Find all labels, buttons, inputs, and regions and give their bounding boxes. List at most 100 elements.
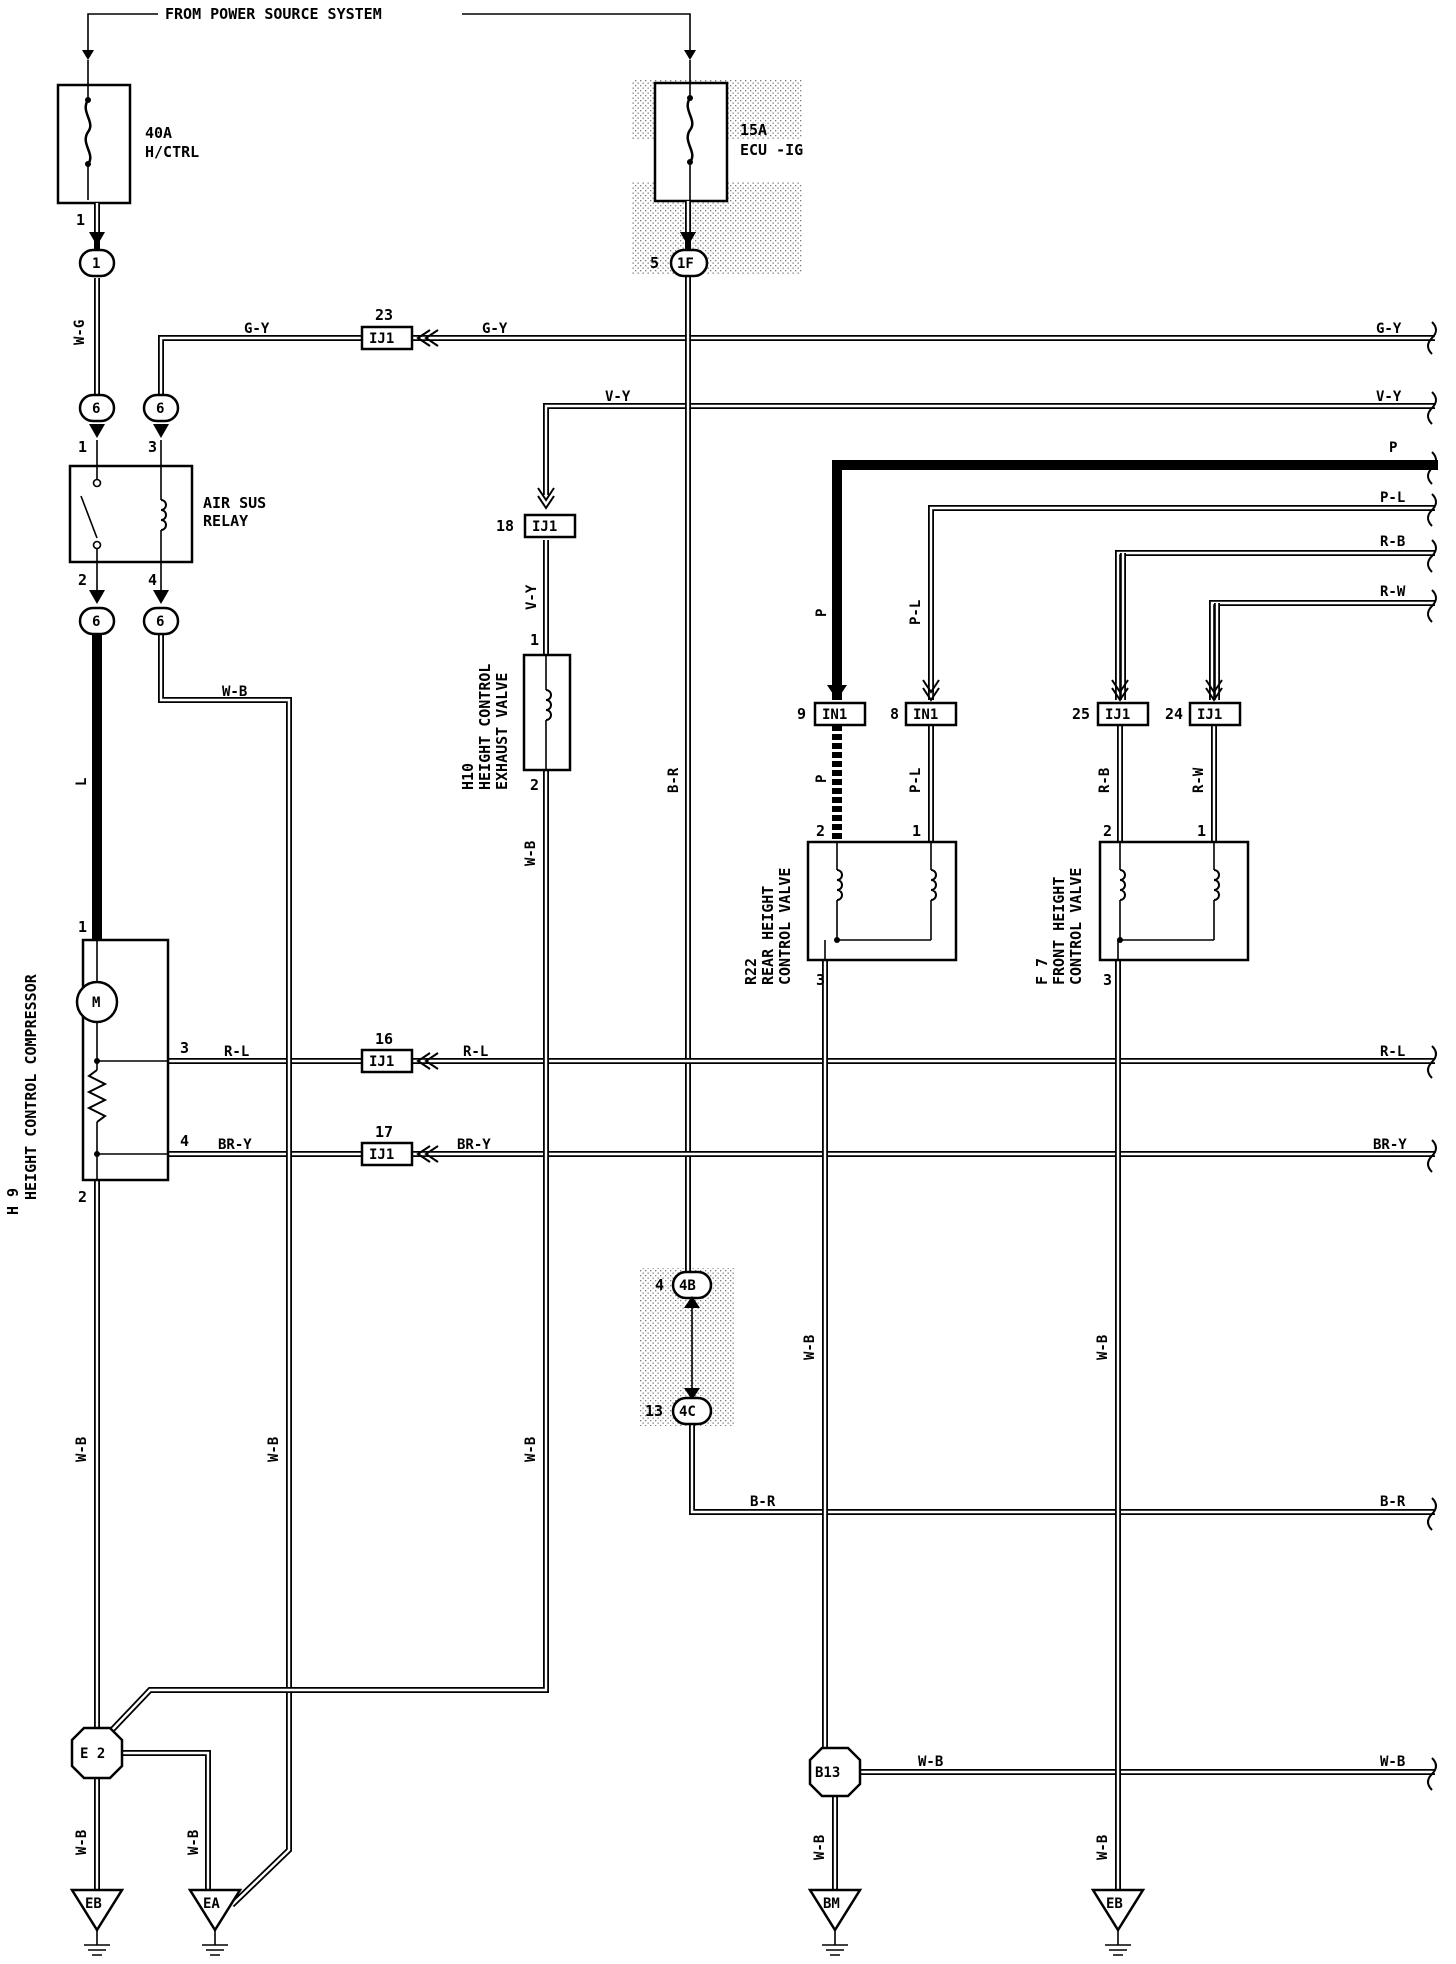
fuse-40a: 40A H/CTRL 1: [56, 60, 199, 250]
compressor-label-id: H 9: [4, 1188, 22, 1215]
svg-text:W-B: W-B: [1095, 1335, 1111, 1360]
relay-connector-bottom-right: 6: [142, 606, 180, 636]
relay-pin-2: 2: [78, 571, 87, 589]
connector-1: 1: [78, 248, 116, 278]
svg-text:E 2: E 2: [80, 1746, 105, 1762]
connector-1f-pin: 5: [650, 254, 659, 272]
ground-ea: EA: [187, 1888, 243, 1956]
svg-text:W-B: W-B: [74, 1830, 90, 1855]
connector-1f: 1F 5: [650, 248, 709, 278]
compressor-pin-4: 4: [180, 1132, 189, 1150]
svg-text:6: 6: [156, 401, 164, 417]
svg-text:R-L: R-L: [224, 1044, 249, 1060]
svg-text:EB: EB: [85, 1896, 102, 1912]
svg-text:P-L: P-L: [908, 600, 924, 625]
wire-w-b-rear: [822, 960, 1435, 1890]
svg-text:B-R: B-R: [750, 1494, 776, 1510]
svg-text:EA: EA: [203, 1896, 220, 1912]
exhaust-valve-name-line2: EXHAUST VALVE: [493, 673, 511, 790]
svg-text:8: 8: [890, 705, 899, 723]
air-sus-relay: AIR SUS RELAY 1 3 2 4: [68, 438, 266, 590]
relay-connector-top-left: 6: [78, 393, 116, 423]
svg-text:W-B: W-B: [802, 1335, 818, 1360]
svg-text:R-W: R-W: [1191, 767, 1207, 793]
wire-r-b: [1115, 550, 1435, 842]
compressor-pin-2: 2: [78, 1188, 87, 1206]
svg-text:G-Y: G-Y: [482, 321, 508, 337]
svg-text:P-L: P-L: [1380, 490, 1405, 506]
svg-text:4B: 4B: [679, 1278, 696, 1294]
exhaust-valve-pin-1: 1: [530, 631, 539, 649]
fuse-15a-name: ECU -IG: [740, 141, 803, 159]
fuse-40a-rating: 40A: [145, 124, 172, 142]
svg-text:BR-Y: BR-Y: [1373, 1137, 1407, 1153]
wire-g-y: [158, 335, 1435, 395]
relay-connector-top-right: 6: [142, 393, 180, 423]
relay-name-line1: AIR SUS: [203, 494, 266, 512]
front-valve-id: F 7: [1033, 958, 1051, 985]
svg-text:IJ1: IJ1: [532, 519, 557, 535]
svg-text:9: 9: [797, 705, 806, 723]
connector-4c: 4C 13: [645, 1396, 713, 1426]
svg-text:W-G: W-G: [72, 320, 88, 345]
svg-text:W-B: W-B: [266, 1437, 282, 1462]
svg-text:24: 24: [1165, 705, 1183, 723]
svg-text:W-B: W-B: [222, 684, 247, 700]
wire-v-y: [543, 403, 1435, 655]
svg-text:P-L: P-L: [908, 768, 924, 793]
svg-text:B-R: B-R: [666, 767, 682, 793]
svg-text:6: 6: [92, 614, 100, 630]
connector-b13: B13: [808, 1746, 862, 1798]
height-control-exhaust-valve: 1 2 H10 HEIGHT CONTROL EXHAUST VALVE: [459, 631, 572, 794]
svg-text:IJ1: IJ1: [369, 331, 394, 347]
svg-text:BR-Y: BR-Y: [457, 1137, 491, 1153]
junction-ij1-25: IJ1 25: [1072, 679, 1150, 727]
svg-text:R-W: R-W: [1380, 584, 1406, 600]
wire-breaks: [1427, 321, 1437, 1791]
wire-w-b-exhaust: [109, 770, 549, 1733]
height-control-compressor: M 1 3 4 2 H 9 HEIGHT CONTROL COMPRESSOR: [4, 918, 189, 1215]
svg-text:IJ1: IJ1: [369, 1147, 394, 1163]
svg-text:W-B: W-B: [812, 1835, 828, 1860]
connector-e2: E 2: [70, 1726, 124, 1780]
svg-text:B13: B13: [815, 1765, 840, 1781]
relay-pin-3: 3: [148, 438, 157, 456]
rear-valve-pin-3: 3: [816, 971, 825, 989]
svg-text:IJ1: IJ1: [1105, 707, 1130, 723]
junction-ij1-16: IJ1 16: [360, 1030, 439, 1074]
svg-text:13: 13: [645, 1402, 663, 1420]
relay-connector-bottom-left: 6: [78, 606, 116, 636]
fuse-15a-rating: 15A: [740, 121, 767, 139]
svg-text:W-B: W-B: [1095, 1835, 1111, 1860]
svg-text:V-Y: V-Y: [524, 584, 540, 610]
svg-text:6: 6: [92, 401, 100, 417]
front-valve-name-line2: CONTROL VALVE: [1067, 868, 1085, 985]
wire-p: [832, 460, 1438, 840]
front-valve-pin-2: 2: [1103, 822, 1112, 840]
svg-text:23: 23: [375, 306, 393, 324]
fuse-40a-pin: 1: [76, 211, 85, 229]
svg-text:V-Y: V-Y: [1376, 389, 1402, 405]
front-valve-pin-3: 3: [1103, 971, 1112, 989]
ground-bm: BM: [807, 1888, 863, 1956]
svg-text:IJ1: IJ1: [369, 1054, 394, 1070]
svg-text:IJ1: IJ1: [1197, 707, 1222, 723]
svg-text:P: P: [814, 609, 830, 617]
wire-labels: W-G G-Y G-Y G-Y V-Y V-Y P P-L R-B R-W V-…: [72, 320, 1407, 1860]
svg-text:6: 6: [156, 614, 164, 630]
exhaust-valve-id: H10: [459, 763, 477, 790]
fuse-15a: 15A ECU -IG: [653, 60, 803, 250]
svg-text:EB: EB: [1106, 1896, 1123, 1912]
svg-text:R-L: R-L: [1380, 1044, 1405, 1060]
wire-r-w: [1209, 600, 1435, 842]
rear-valve-id: R22: [742, 958, 760, 985]
svg-text:W-B: W-B: [523, 841, 539, 866]
junction-in1-9: IN1 9: [797, 685, 867, 727]
relay-pin-4: 4: [148, 571, 157, 589]
svg-text:BR-Y: BR-Y: [218, 1137, 252, 1153]
exhaust-valve-pin-2: 2: [530, 776, 539, 794]
wire-p-l: [928, 505, 1435, 842]
rear-height-control-valve: 2 1 3 R22 REAR HEIGHT CONTROL VALVE: [742, 822, 958, 989]
ground-eb-right: EB: [1090, 1888, 1146, 1956]
